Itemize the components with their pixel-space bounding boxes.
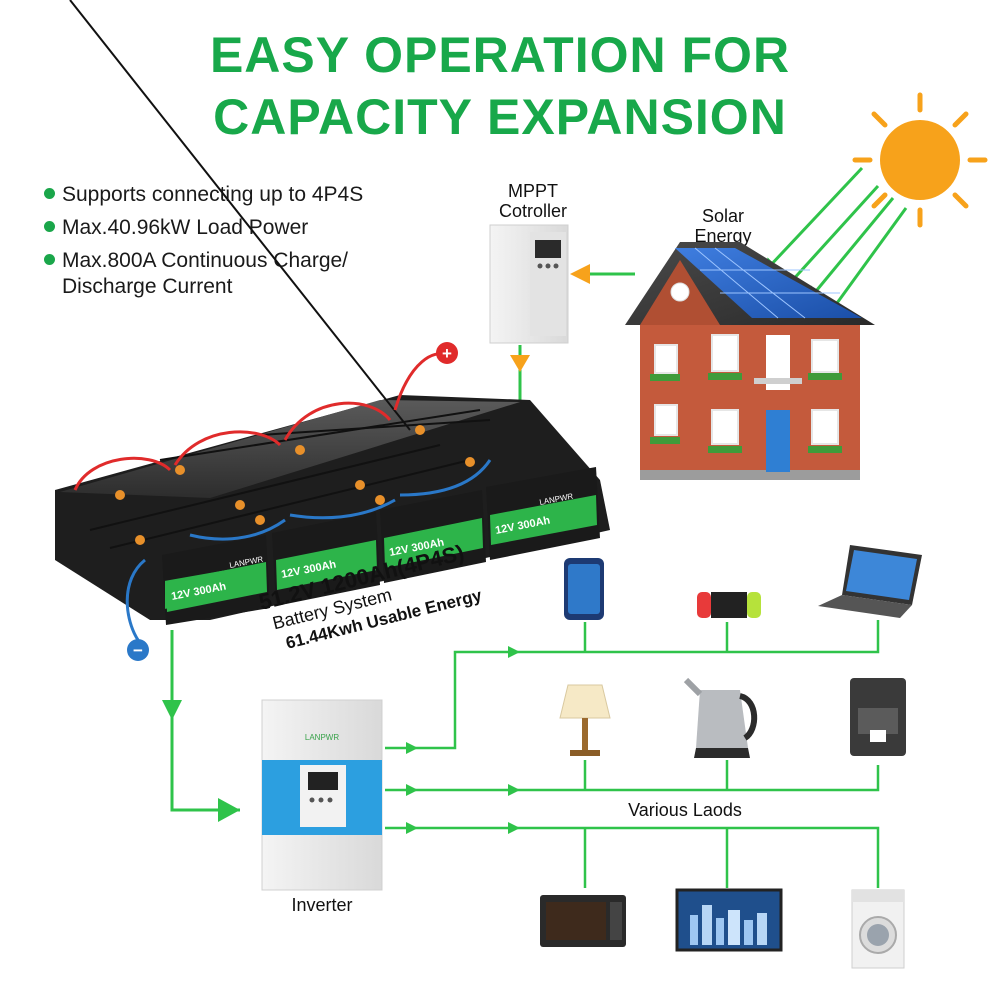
feature-item: Max.40.96kW Load Power xyxy=(44,215,308,240)
load-distribution-lines xyxy=(385,620,880,888)
sun-rays xyxy=(762,166,908,317)
loads-label: Various Laods xyxy=(628,800,742,820)
mppt-controller-icon xyxy=(489,224,569,344)
smartphone-icon xyxy=(564,558,604,620)
coffee-machine-icon xyxy=(850,678,906,756)
washing-machine-icon xyxy=(851,889,905,969)
inverter-label: Inverter xyxy=(291,895,353,915)
svg-text:−: − xyxy=(133,641,143,660)
sun-icon xyxy=(852,92,988,228)
bullet-icon xyxy=(44,188,55,199)
game-console-icon xyxy=(697,592,761,618)
mppt-to-battery-arrow xyxy=(510,345,530,400)
solar-label: Solar Energy xyxy=(694,206,752,246)
title-line-2: CAPACITY EXPANSION xyxy=(213,89,787,145)
negative-terminal-icon: − xyxy=(127,639,149,661)
house-to-mppt-arrow xyxy=(570,264,635,284)
battery-array xyxy=(55,0,610,641)
mppt-label: MPPT Cotroller xyxy=(498,181,568,221)
bullet-icon xyxy=(44,221,55,232)
television-icon xyxy=(675,888,783,952)
feature-item-continued: Discharge Current xyxy=(62,275,233,298)
title-line-1: EASY OPERATION FOR xyxy=(209,27,791,83)
inverter-icon: LANPWR xyxy=(261,699,383,891)
battery-to-inverter-line xyxy=(162,630,240,822)
svg-text:LANPWR: LANPWR xyxy=(305,733,339,742)
solar-panel-icon xyxy=(675,248,862,318)
feature-item: Supports connecting up to 4P4S xyxy=(44,182,363,207)
positive-terminal-icon: + xyxy=(436,342,458,364)
lamp-icon xyxy=(559,684,611,756)
bullet-icon xyxy=(44,254,55,265)
flow-arrows xyxy=(406,646,520,834)
laptop-icon xyxy=(818,545,922,618)
svg-text:+: + xyxy=(442,344,452,363)
feature-item: Max.800A Continuous Charge/ xyxy=(44,248,348,273)
kettle-icon xyxy=(683,677,758,758)
house-icon xyxy=(625,242,875,480)
microwave-oven-icon xyxy=(540,895,626,947)
